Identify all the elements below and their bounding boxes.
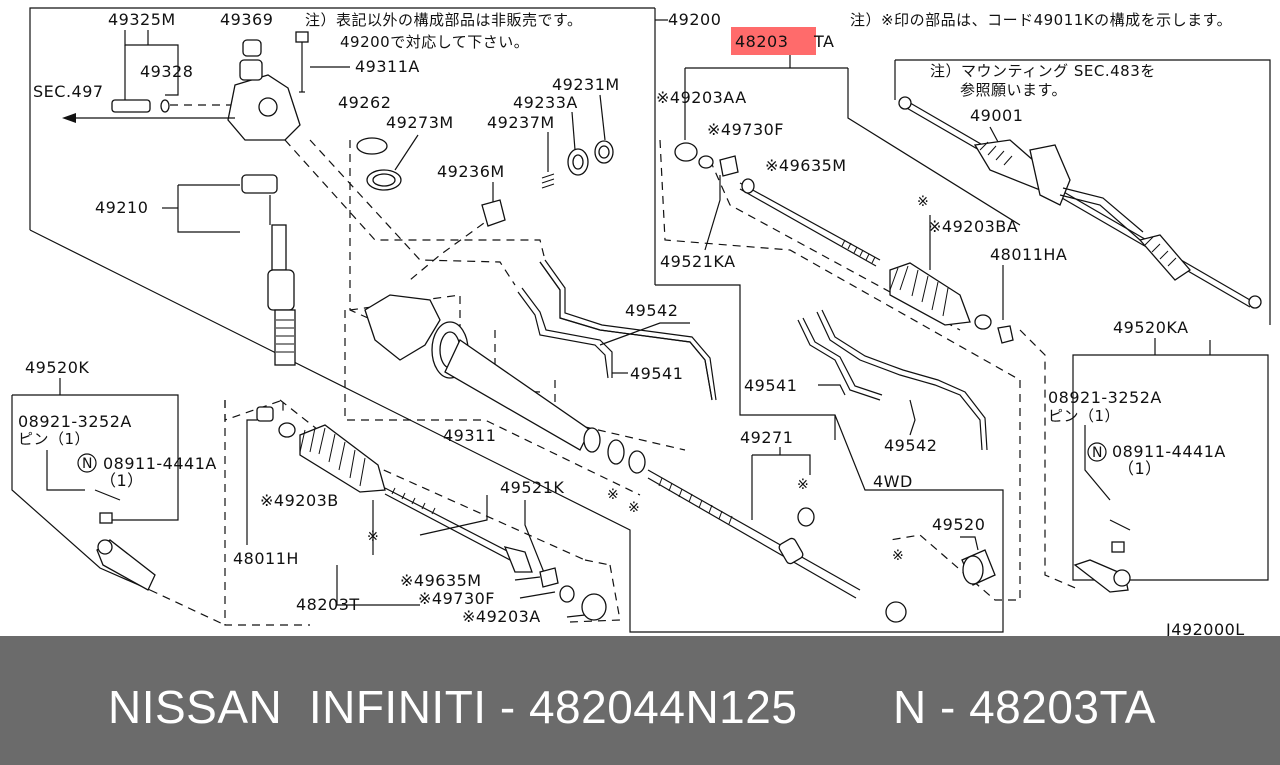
brand-part-number: NISSAN INFINITI - 482044N125 [108, 681, 798, 733]
part-label: 49001 [970, 106, 1023, 125]
diagram-code: J492000L [1165, 620, 1245, 636]
part-label: 08921-3252A [1048, 388, 1162, 407]
part-label: 49520K [25, 358, 89, 377]
part-label: 49273M [386, 113, 454, 132]
part-label: 49369 [220, 10, 273, 29]
star-mark: ※ [917, 194, 929, 210]
n-circle-label: N [1092, 445, 1103, 461]
note-top-left-1: 注）表記以外の構成部品は非販売です。 [305, 11, 583, 29]
highlighted-part-marker [731, 27, 816, 55]
part-label: 49200 [668, 10, 721, 29]
star-mark: ※ [797, 477, 809, 493]
note-top-right: 注）※印の部品は、コード49011Kの構成を示します。 [850, 11, 1232, 29]
star-mark: ※ [628, 500, 640, 516]
n-circle-label: N [82, 456, 93, 472]
part-label: 49328 [140, 62, 193, 81]
part-label: 49542 [625, 301, 678, 320]
part-label: ※49730F [707, 120, 784, 139]
part-label: 49237M [487, 113, 555, 132]
part-label: 49311A [355, 57, 420, 76]
frame-lines [11, 7, 1271, 633]
part-label-suffix: TA [813, 32, 834, 51]
part-label-highlighted: 48203 [735, 32, 788, 51]
part-label: ※49203AA [656, 88, 747, 107]
note-right-2: 参照願います。 [960, 81, 1067, 99]
part-drawings [62, 31, 1262, 623]
part-label: （1） [100, 471, 144, 490]
part-label: 49520KA [1113, 318, 1189, 337]
footer-bar: NISSAN INFINITI - 482044N125 N - 48203TA [0, 636, 1280, 765]
part-label: 49271 [740, 428, 793, 447]
part-label: 49521KA [660, 252, 736, 271]
part-label: 08911-4441A [103, 454, 217, 473]
part-label: 49325M [108, 10, 176, 29]
part-label: 48203T [296, 595, 360, 614]
part-label: ※49203B [260, 491, 339, 510]
part-label: ※49203A [462, 607, 541, 626]
part-label: 49541 [744, 376, 797, 395]
part-label: SEC.497 [33, 82, 104, 101]
part-label: 49520 [932, 515, 985, 534]
part-label: ピン（1） [1048, 407, 1120, 425]
part-label: （1） [1118, 459, 1162, 478]
part-label: 49231M [552, 75, 620, 94]
part-label: ピン（1） [18, 430, 90, 448]
part-label: ※49635M [400, 571, 482, 590]
part-label: ※49730F [418, 589, 495, 608]
part-label: 08911-4441A [1112, 442, 1226, 461]
part-label: 49542 [884, 436, 937, 455]
part-label: 08921-3252A [18, 412, 132, 431]
part-label: 49521K [500, 478, 564, 497]
star-mark: ※ [892, 548, 904, 564]
part-label: 4WD [873, 472, 913, 491]
part-label: 49210 [95, 198, 148, 217]
part-label: 49233A [513, 93, 578, 112]
part-label: 49311 [443, 426, 496, 445]
nissan-part-number: N - 48203TA [893, 681, 1156, 733]
note-top-left-2: 49200で対応して下さい。 [340, 33, 529, 51]
part-label: 48011H [233, 549, 299, 568]
parts-diagram: 注）表記以外の構成部品は非販売です。 49200で対応して下さい。 注）※印の部… [11, 7, 1271, 636]
star-mark: ※ [607, 487, 619, 503]
part-label: 49236M [437, 162, 505, 181]
part-label: ※49203BA [928, 217, 1018, 236]
note-right-1: 注）マウンティング SEC.483を [930, 62, 1156, 80]
part-label: 49262 [338, 93, 391, 112]
part-label: 48011HA [990, 245, 1067, 264]
part-label: ※49635M [765, 156, 847, 175]
part-label: 49541 [630, 364, 683, 383]
